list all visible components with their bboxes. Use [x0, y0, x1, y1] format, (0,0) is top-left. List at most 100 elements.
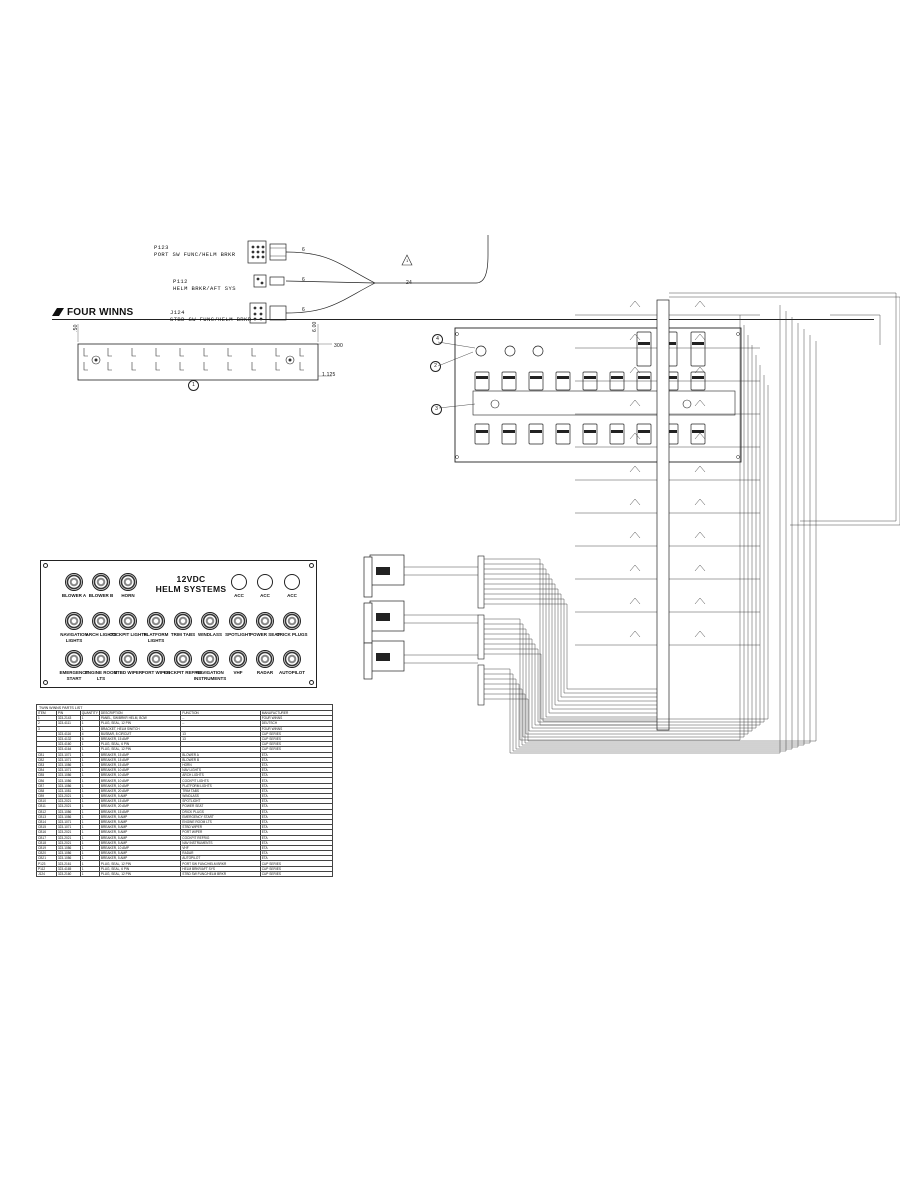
screw-hole-icon [309, 680, 314, 685]
switch-drick-plugs[interactable] [283, 612, 301, 630]
dim-b: 1.125 [322, 372, 336, 378]
switch-spotlight[interactable] [229, 612, 247, 630]
acc-plug-3[interactable] [284, 574, 300, 590]
wire-trace [484, 323, 799, 748]
wire-trace [484, 311, 787, 752]
switch-windlass[interactable] [201, 612, 219, 630]
switch-arch-lights[interactable] [92, 612, 110, 630]
label-blower-b: BLOWER B [88, 593, 114, 598]
acc-plug-2[interactable] [257, 574, 273, 590]
connector-p123-desc: PORT SW FUNC/HELM BRKR [154, 250, 236, 258]
acc-plug-1[interactable] [231, 574, 247, 590]
wire-trace [484, 335, 749, 735]
switch-navigation-instruments[interactable] [201, 650, 219, 668]
wire-trace [694, 531, 706, 539]
connector-j124-label: J124 STBD SW FUNC/HELM BRKR [170, 309, 251, 323]
wire-trace [629, 399, 641, 407]
callout-bubble: 1 [188, 380, 199, 391]
header-rule [52, 319, 874, 320]
label-acc-2: ACC [260, 593, 270, 598]
switch-blower-b[interactable] [92, 573, 110, 591]
switch-radar[interactable] [256, 650, 274, 668]
label-trim-tabs: TRIM TABS [170, 632, 196, 637]
switch-navigation-lights[interactable] [65, 612, 83, 630]
panel-title-line1: 12VDC [176, 574, 206, 584]
wire-trace [484, 583, 657, 706]
switch-autopilot[interactable] [283, 650, 301, 668]
table-cell: J124 [36, 870, 57, 878]
label-radar: RADAR [256, 670, 274, 675]
connector-p123-label: P123 PORT SW FUNC/HELM BRKR [154, 244, 236, 258]
label-horn: HORN [121, 593, 135, 598]
wire-trace [629, 531, 641, 539]
wire-trace [694, 630, 706, 638]
label-autopilot: AUTOPILOT [279, 670, 305, 675]
wire-trace [694, 498, 706, 506]
wire-trace [484, 355, 757, 729]
label-power-seat: POWER SEAT [250, 632, 280, 637]
switch-cockpit-lights[interactable] [119, 612, 137, 630]
table-cell: STBD SW FUNC/HELM BRKR [180, 870, 261, 878]
table-cell: 1 [79, 870, 100, 878]
wire-trace [484, 325, 745, 738]
wire-trace [669, 296, 900, 526]
wire-trace [484, 341, 817, 742]
switch-emergency-start[interactable] [65, 650, 83, 668]
harness-gauge: 24 [406, 280, 412, 286]
label-vhf: VHF [233, 670, 243, 675]
label-arch-lights: ARCH LIGHTS [85, 632, 117, 637]
screw-hole-icon [43, 563, 48, 568]
switch-power-seat[interactable] [256, 612, 274, 630]
switch-horn[interactable] [119, 573, 137, 591]
connector-p112-label: P112 HELM BRKR/AFT SYS [173, 278, 236, 292]
switch-port-wiper[interactable] [147, 650, 165, 668]
switch-vhf[interactable] [229, 650, 247, 668]
label-cockpit-refrig: COCKPIT REFRIG [163, 670, 203, 675]
connector-p112-id: P112 [173, 278, 188, 285]
callout-4: 4 [432, 334, 443, 345]
label-engine-room-lts: ENGINE ROOM LTS [84, 670, 118, 681]
label-navigation-instruments: NAVIGATION INSTRUMENTS [193, 670, 227, 681]
gauge-j124: 6 [302, 307, 305, 313]
switch-cockpit-refrig[interactable] [174, 650, 192, 668]
wire-trace [629, 366, 641, 374]
wire-trace [484, 365, 761, 726]
switch-trim-tabs[interactable] [174, 612, 192, 630]
switch-engine-room-lts[interactable] [92, 650, 110, 668]
label-platform-lights: PLATFORM LIGHTS [143, 632, 169, 643]
brand-name: FOUR WINNS [66, 307, 134, 318]
parts-header-cell: QUANTITY [79, 709, 100, 717]
wire-trace [629, 498, 641, 506]
wiring-schematic [363, 292, 900, 754]
switch-blower-a[interactable] [65, 573, 83, 591]
four-winns-logo-icon [52, 308, 64, 316]
callout-3: 3 [431, 404, 442, 415]
switch-stbd-wiper[interactable] [119, 650, 137, 668]
label-acc-1: ACC [234, 593, 244, 598]
wire-trace [694, 399, 706, 407]
callout-2: 2 [430, 361, 441, 372]
wire-trace [629, 432, 641, 440]
wire-trace [694, 300, 706, 308]
wire-trace [669, 292, 897, 522]
wire-trace [484, 578, 657, 710]
gauge-p112: 6 [302, 277, 305, 283]
table-cell: CUP SERIES [259, 870, 334, 878]
switch-platform-lights[interactable] [147, 612, 165, 630]
panel-title: 12VDC HELM SYSTEMS [151, 574, 231, 594]
wire-trace [694, 432, 706, 440]
wire-trace [694, 333, 706, 341]
screw-hole-icon [309, 563, 314, 568]
wire-trace [484, 317, 793, 750]
wire-trace [629, 333, 641, 341]
wire-trace [484, 603, 657, 690]
wire-trace [484, 568, 657, 718]
